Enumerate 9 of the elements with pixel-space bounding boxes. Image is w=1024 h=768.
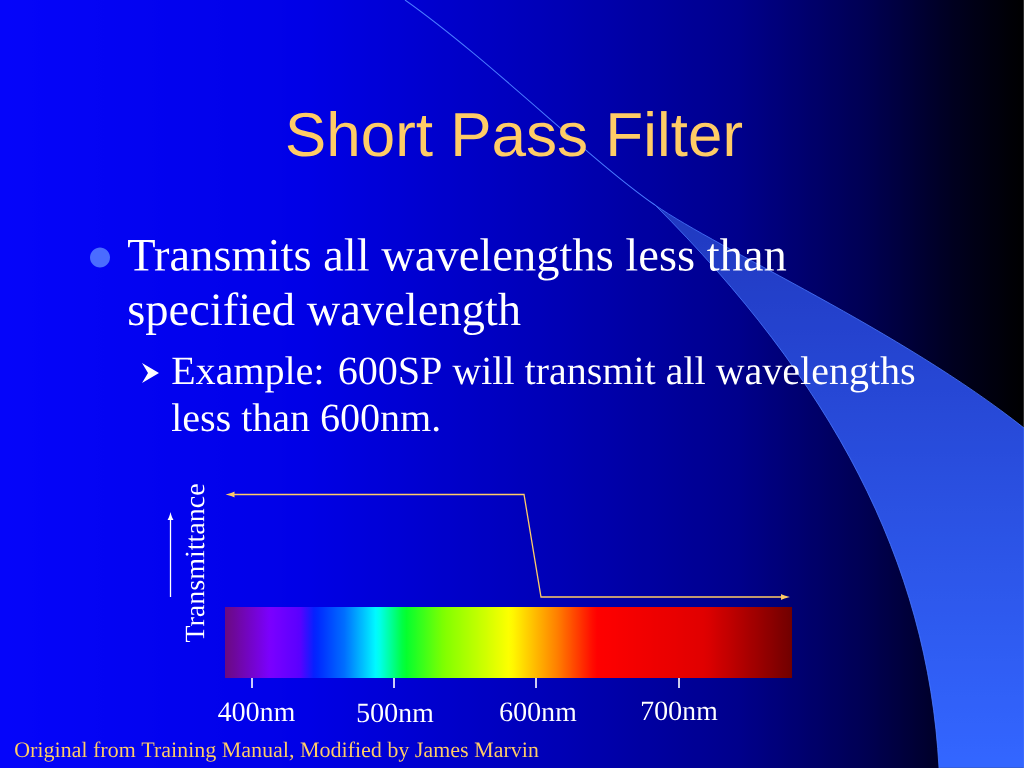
slide-title: Short Pass Filter bbox=[287, 111, 743, 157]
tick-label: 600nm bbox=[500, 702, 577, 722]
axis-label: Transmittance bbox=[185, 484, 205, 643]
tick-label: 500nm bbox=[357, 703, 434, 723]
bullet-text: Example: 600SP will transmit all wavelengths less than 600nm. bbox=[172, 356, 915, 432]
bullet-text: Transmits all wavelengths less than specified wavelength bbox=[128, 238, 787, 336]
tick-label: 400nm bbox=[218, 702, 295, 722]
source-note: Original from Training Manual, Modified by James Marvin bbox=[15, 741, 539, 762]
tick-label: 700nm bbox=[641, 701, 718, 721]
